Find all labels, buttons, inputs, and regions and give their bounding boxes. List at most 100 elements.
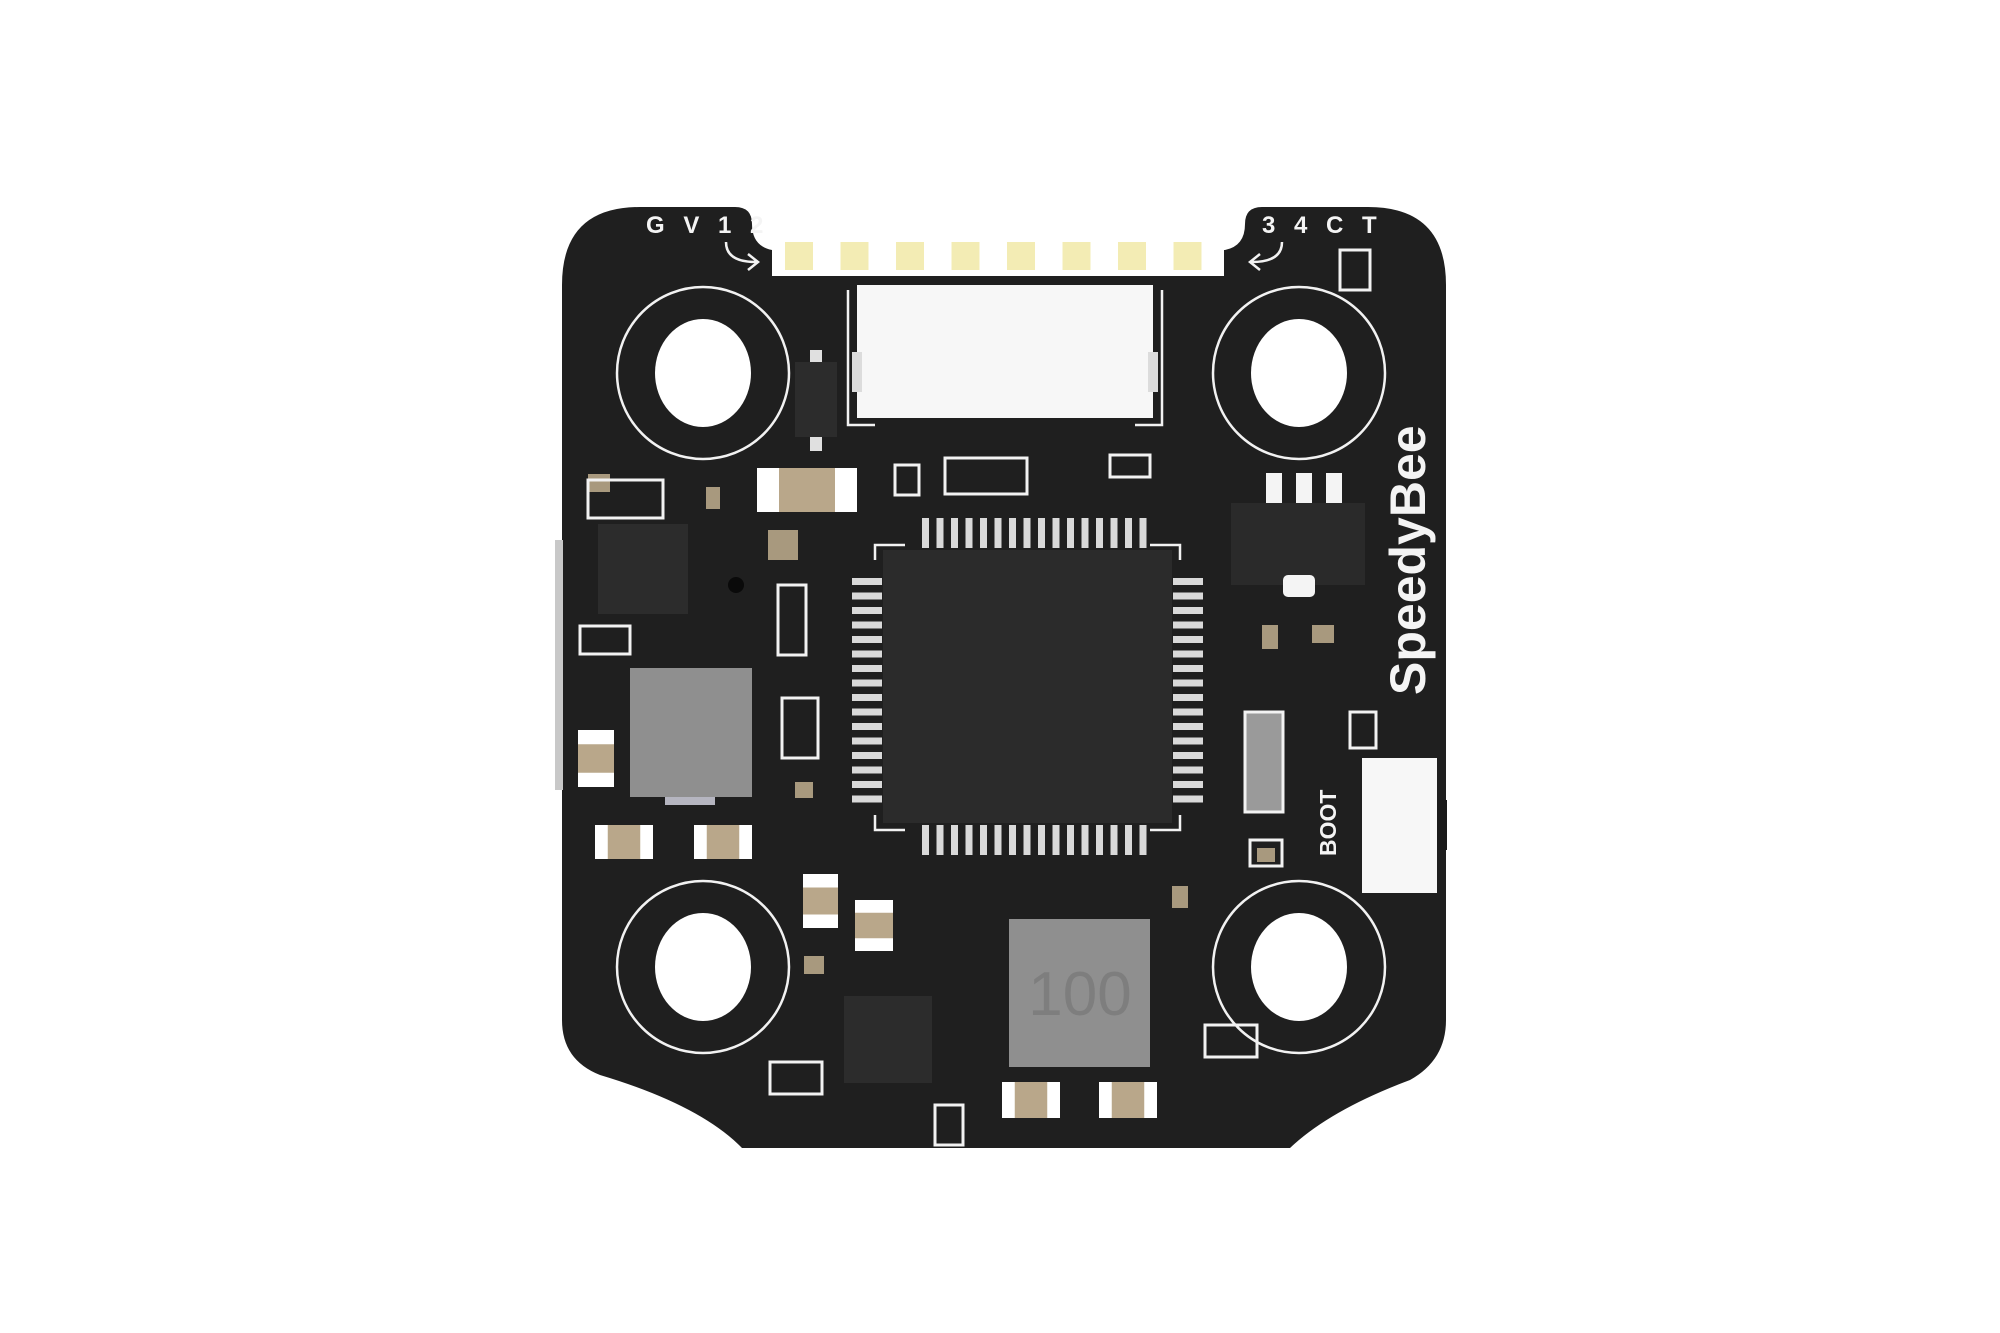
small-component: [1262, 625, 1278, 649]
usb-connector-edge[interactable]: [555, 540, 563, 790]
mcu-pin: [852, 795, 882, 803]
mcu-pin: [1096, 825, 1103, 855]
mcu-pin: [1023, 825, 1031, 855]
mcu-pin: [922, 518, 929, 548]
capacitor-body: [607, 825, 641, 859]
mcu-pin: [1173, 708, 1203, 716]
mcu-pin: [852, 781, 882, 788]
solder-pad: [896, 242, 924, 270]
mcu-pin: [965, 825, 973, 855]
solder-pad: [951, 242, 980, 270]
small-component: [706, 487, 720, 509]
arrow-right-icon: [1247, 241, 1284, 271]
mcu-pin: [980, 518, 987, 548]
resistor-array-outline: [768, 1060, 824, 1096]
small-component: [804, 956, 824, 974]
mcu-pin: [1081, 825, 1089, 855]
mcu-pin: [1139, 518, 1147, 548]
boot-button[interactable]: [1362, 758, 1447, 893]
crystal-oscillator: [1243, 710, 1285, 814]
resistor-array-outline: [1348, 710, 1378, 750]
mcu-pin: [936, 518, 944, 548]
solder-pad: [1173, 242, 1202, 270]
mcu-pin: [1125, 825, 1132, 855]
small-component: [1312, 625, 1334, 643]
mcu-pin: [936, 825, 944, 855]
mcu-pin: [852, 766, 882, 774]
capacitor-body: [803, 887, 838, 915]
resistor-array-outline: [1108, 453, 1152, 479]
mcu-pin: [1110, 518, 1118, 548]
mcu-pin: [852, 723, 882, 730]
connector-silkscreen: [846, 290, 1164, 427]
sot-transistor: [795, 350, 837, 451]
mcu-pin: [852, 737, 882, 745]
connector-latch: [852, 352, 862, 392]
mcu-pin: [1173, 650, 1203, 658]
connector-latch: [1148, 352, 1158, 392]
connector-housing: [857, 285, 1153, 418]
mcu-pin: [852, 752, 882, 759]
mcu-pin: [1038, 518, 1045, 548]
resistor-array-outline: [943, 456, 1029, 496]
mcu-pin: [852, 665, 882, 672]
fiducial-dot: [728, 577, 744, 593]
mcu-pin: [1173, 665, 1203, 672]
mount-hole-top-right: [1211, 285, 1387, 461]
mcu-pin: [1173, 752, 1203, 759]
mcu-pin: [1173, 636, 1203, 643]
mcu-pin: [1173, 694, 1203, 701]
solder-pad: [840, 242, 869, 270]
arrow-left-icon: [724, 241, 761, 271]
brand-logo-text: SpeedyBee: [1380, 425, 1436, 695]
mcu-pin: [1009, 825, 1016, 855]
mcu-pin: [1173, 578, 1203, 585]
resistor-array-outline: [1338, 248, 1372, 292]
mcu-pin: [1173, 592, 1203, 600]
solder-pad: [1062, 242, 1091, 270]
resistor-array-outline: [1248, 838, 1284, 868]
resistor-arrays: [578, 248, 1378, 1147]
mcu-pin: [1173, 781, 1203, 788]
resistor-array-outline: [776, 583, 808, 657]
mcu-chip: [883, 550, 1172, 823]
capacitor-body: [779, 468, 835, 512]
solder-pads: [785, 242, 1202, 270]
mcu-pin: [852, 607, 882, 614]
mcu-pin: [980, 825, 987, 855]
capacitor-body: [1014, 1082, 1048, 1118]
capacitor-body: [578, 744, 614, 773]
mcu-pin: [852, 679, 882, 687]
resistor-array-outline: [1203, 1023, 1259, 1059]
mcu-pin: [852, 578, 882, 585]
resistor-array-outline: [586, 478, 665, 520]
ic-chip-bottom: [844, 996, 932, 1083]
mcu-pin: [951, 518, 958, 548]
inductor-marking: 100: [1028, 960, 1131, 1029]
inductor-left: [630, 668, 752, 805]
solder-pad: [785, 242, 813, 270]
mcu-pin: [852, 621, 882, 629]
small-component: [1172, 886, 1188, 908]
capacitors: [578, 468, 1334, 1118]
mcu-pin: [1173, 621, 1203, 629]
mcu-pin: [852, 708, 882, 716]
resistor-array-outline: [780, 696, 820, 760]
ic-chip-left: [598, 524, 688, 614]
capacitor-body: [706, 825, 740, 859]
mcu-pin: [1173, 737, 1203, 745]
solder-pad: [1007, 242, 1035, 270]
mcu-pin: [951, 825, 958, 855]
mcu-pin: [965, 518, 973, 548]
boot-label: BOOT: [1315, 790, 1341, 856]
mcu-pin: [1009, 518, 1016, 548]
mcu-pin: [852, 650, 882, 658]
mcu-pin: [994, 518, 1002, 548]
mcu-pin: [1125, 518, 1132, 548]
mcu-pin: [1023, 518, 1031, 548]
mount-hole-bottom-left: [615, 879, 791, 1055]
mcu-pin: [1110, 825, 1118, 855]
small-component: [768, 530, 798, 560]
mcu-pins: [852, 518, 1203, 855]
pad-labels-left: G V 1 2: [646, 212, 769, 239]
